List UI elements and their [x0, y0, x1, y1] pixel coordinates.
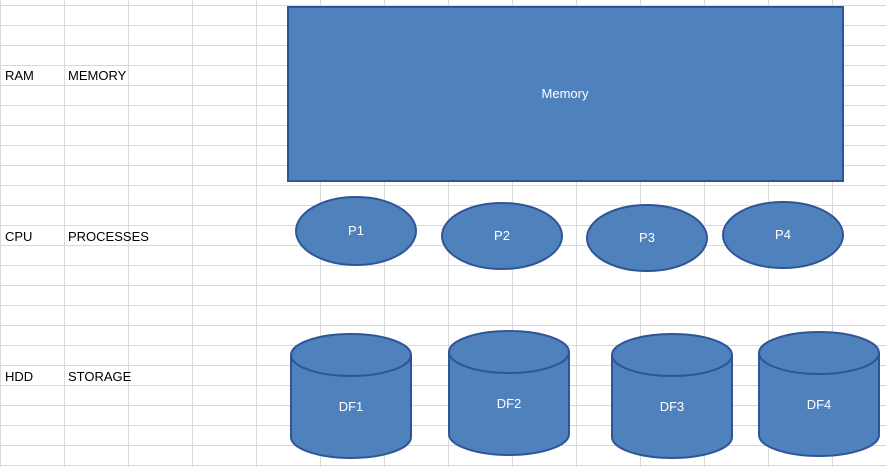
process-ellipse: [722, 201, 844, 269]
storage-df1: DF1: [290, 333, 412, 459]
cylinder-body: [611, 354, 733, 459]
process-ellipse: [295, 196, 417, 266]
process-ellipse: [586, 204, 708, 272]
cylinder-body: [758, 352, 880, 457]
row-label-processes: PROCESSES: [68, 229, 149, 244]
memory-block: Memory: [287, 6, 844, 182]
storage-df4: DF4: [758, 331, 880, 457]
memory-label: Memory: [542, 86, 589, 101]
row-tag-hdd: HDD: [5, 369, 34, 384]
row-tag-ram: RAM: [5, 68, 34, 83]
cylinder-top: [611, 333, 733, 377]
row-label-memory: MEMORY: [68, 68, 127, 83]
storage-label: DF2: [497, 396, 522, 411]
process-p1: P1: [295, 196, 417, 266]
storage-label: DF1: [339, 399, 364, 414]
row-label-storage: STORAGE: [68, 369, 132, 384]
storage-df3: DF3: [611, 333, 733, 459]
storage-label: DF3: [660, 399, 685, 414]
memory-rect: [287, 6, 844, 182]
storage-label: DF4: [807, 397, 832, 412]
cylinder-top: [758, 331, 880, 375]
process-p4: P4: [722, 201, 844, 269]
process-label: P1: [348, 223, 364, 238]
process-ellipse: [441, 202, 563, 270]
process-p3: P3: [586, 204, 708, 272]
row-tag-cpu: CPU: [5, 229, 33, 244]
process-label: P4: [775, 227, 791, 242]
cylinder-top: [448, 330, 570, 374]
cylinder-body: [448, 351, 570, 456]
process-label: P2: [494, 228, 510, 243]
cylinder-top: [290, 333, 412, 377]
cylinder-body: [290, 354, 412, 459]
process-p2: P2: [441, 202, 563, 270]
process-label: P3: [639, 230, 655, 245]
storage-df2: DF2: [448, 330, 570, 456]
